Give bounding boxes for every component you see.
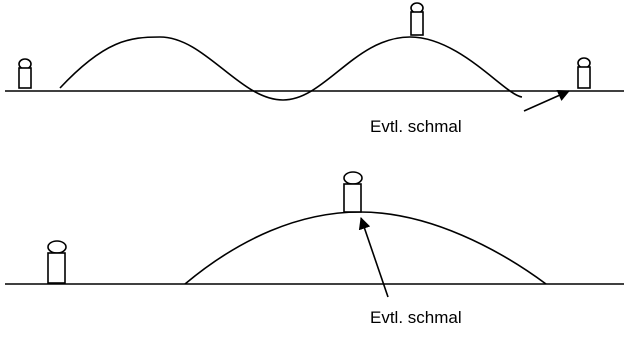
bottom-hump-marker-icon [343, 171, 363, 213]
top-annotation-label: Evtl. schmal [370, 117, 462, 136]
top-hump-marker-icon [410, 2, 424, 36]
bottom-hump-curve [184, 211, 547, 285]
top-annotation-arrow [523, 89, 570, 112]
top-panel: Evtl. schmal [5, 2, 624, 136]
bottom-annotation-label: Evtl. schmal [370, 308, 462, 327]
bottom-left-marker-icon [47, 240, 67, 284]
bottom-panel: Evtl. schmal [5, 171, 624, 327]
bottom-annotation-arrow [358, 217, 389, 298]
top-right-marker-icon [577, 57, 591, 89]
top-left-marker-icon [18, 58, 32, 89]
top-wave-curve [59, 36, 523, 101]
